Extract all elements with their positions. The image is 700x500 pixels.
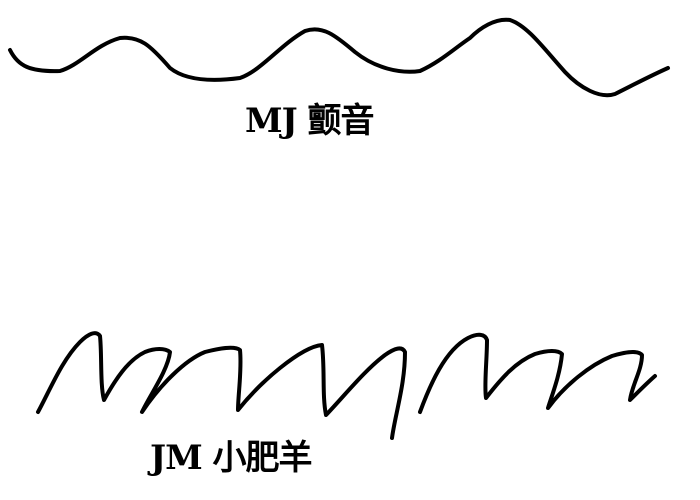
sawtooth-wave-line <box>36 331 407 440</box>
sawtooth-wave-line-2 <box>418 332 657 414</box>
sawtooth-label: JM 小肥羊 <box>150 438 313 478</box>
vibrato-label: MJ 颤音 <box>245 101 375 141</box>
vibrato-wave-line <box>8 17 670 98</box>
